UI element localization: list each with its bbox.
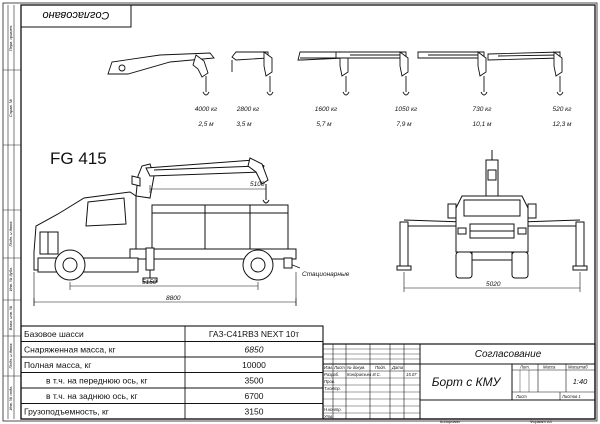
dim-width: 5020 bbox=[486, 281, 501, 288]
truck-side-view bbox=[33, 157, 301, 283]
tb-role-6: Утв. bbox=[324, 414, 334, 419]
product-title: Борт с КМУ bbox=[432, 375, 502, 389]
model-label: FG 415 bbox=[50, 149, 107, 168]
truck-body bbox=[151, 204, 289, 250]
tb-sheets-label: Листов 1 bbox=[561, 394, 581, 399]
side-label-4: Инв. № дубл. bbox=[8, 267, 13, 292]
side-label-1: Перв. примен. bbox=[8, 25, 13, 52]
crane-config-4 bbox=[335, 51, 410, 96]
tb-role-3: Т.контр. bbox=[324, 386, 341, 391]
spec-value-6: 3150 bbox=[245, 407, 264, 417]
approval-title: Согласование bbox=[475, 349, 542, 360]
tb-date-1: 15.07 bbox=[406, 372, 417, 377]
spec-value-1: ГАЗ-С41RB3 NEXT 10т bbox=[209, 329, 299, 339]
tb-col-name: Лист bbox=[333, 365, 345, 370]
stationary-label: Стационарные bbox=[302, 271, 350, 278]
crane-config-2 bbox=[231, 51, 274, 96]
dim-wheelbase: 5150 bbox=[142, 279, 157, 286]
spec-value-5: 6700 bbox=[245, 391, 264, 401]
tb-role-1: Разраб. bbox=[324, 372, 339, 377]
title-block-labels: Изм. Лист № докум. Подп. Дата Разраб. Ко… bbox=[324, 365, 588, 424]
crane-reach-4: 7,9 м bbox=[396, 121, 412, 128]
crane-labels: 4000 кг 2,5 м 2800 кг 3,5 м 1600 кг 5,7 … bbox=[195, 106, 573, 128]
tb-col-date: Дата bbox=[391, 365, 404, 370]
crane-weight-2: 2800 кг bbox=[236, 106, 260, 113]
crane-config-6 bbox=[487, 51, 564, 96]
side-strip: Перв. примен. Справ. № Подп. и дата Инв.… bbox=[3, 5, 21, 419]
truck-crane bbox=[131, 157, 270, 204]
tb-role-0: Изм. bbox=[324, 365, 333, 370]
crane-reach-1: 2,5 м bbox=[197, 121, 214, 128]
front-dimensions bbox=[403, 272, 581, 292]
crane-reach-2: 3,5 м bbox=[236, 121, 252, 128]
side-label-6: Подп. и дата bbox=[8, 343, 13, 369]
dim-boom: 5100 bbox=[250, 181, 265, 188]
tb-bottom-right: Формат А3 bbox=[530, 419, 553, 424]
side-dimensions bbox=[33, 185, 297, 306]
side-label-7: Инв. № подл. bbox=[8, 386, 13, 411]
crane-config-5 bbox=[417, 51, 488, 96]
tb-scale-value: 1:40 bbox=[573, 377, 588, 386]
front-wheel-left bbox=[455, 251, 473, 279]
tb-lit-label: Лит. bbox=[519, 365, 530, 370]
tb-scale-label: Масштаб bbox=[568, 365, 588, 370]
dim-length: 8800 bbox=[166, 295, 181, 302]
spec-label-5: в т.ч. на заднюю ось, кг bbox=[46, 391, 137, 401]
spec-value-2: 6850 bbox=[245, 345, 264, 355]
tb-bottom-left: Копировал bbox=[440, 419, 461, 424]
title-block bbox=[322, 343, 596, 420]
side-label-5: Взам. инв. № bbox=[8, 305, 13, 330]
tb-col-sign: Подп. bbox=[375, 365, 386, 370]
crane-config-1 bbox=[107, 52, 215, 96]
crane-reach-3: 5,7 м bbox=[316, 121, 332, 128]
spec-value-4: 3500 bbox=[245, 376, 264, 386]
spec-value-3: 10000 bbox=[242, 360, 266, 370]
crane-weight-6: 520 кг bbox=[553, 106, 573, 113]
crane-weight-3: 1600 кг bbox=[315, 106, 338, 113]
specs-table: Базовое шасси ГАЗ-С41RB3 NEXT 10т Снаряж… bbox=[20, 325, 324, 420]
spec-label-1: Базовое шасси bbox=[24, 329, 84, 339]
tb-mass-label: Масса bbox=[543, 365, 556, 370]
tb-name-1: Кондратьев И.С. bbox=[347, 372, 381, 377]
crane-configs bbox=[107, 51, 564, 96]
crane-weight-4: 1050 кг bbox=[395, 106, 418, 113]
tb-role-2: Пров. bbox=[324, 379, 335, 384]
crane-weight-1: 4000 кг bbox=[195, 106, 218, 113]
stamp-text: Согласовано bbox=[42, 9, 109, 21]
tb-sheet-label: Лист bbox=[515, 394, 527, 399]
spec-label-3: Полная масса, кг bbox=[24, 360, 91, 370]
crane-weight-5: 730 кг bbox=[473, 106, 493, 113]
truck-front-view bbox=[396, 150, 588, 279]
tb-role-5: Н.контр. bbox=[324, 407, 342, 412]
front-wheel-right bbox=[511, 251, 529, 279]
spec-label-4: в т.ч. на переднюю ось, кг bbox=[46, 376, 147, 386]
side-label-3: Подп. и дата bbox=[8, 221, 13, 247]
stamp-box: Согласовано bbox=[20, 4, 132, 28]
tb-col-n: № докум. bbox=[347, 365, 365, 370]
spec-label-2: Снаряженная масса, кг bbox=[24, 345, 116, 355]
side-label-2: Справ. № bbox=[8, 98, 13, 117]
crane-reach-5: 10,1 м bbox=[473, 121, 492, 128]
spec-label-6: Грузоподъемность, кг bbox=[24, 407, 109, 417]
crane-reach-6: 12,3 м bbox=[553, 121, 572, 128]
